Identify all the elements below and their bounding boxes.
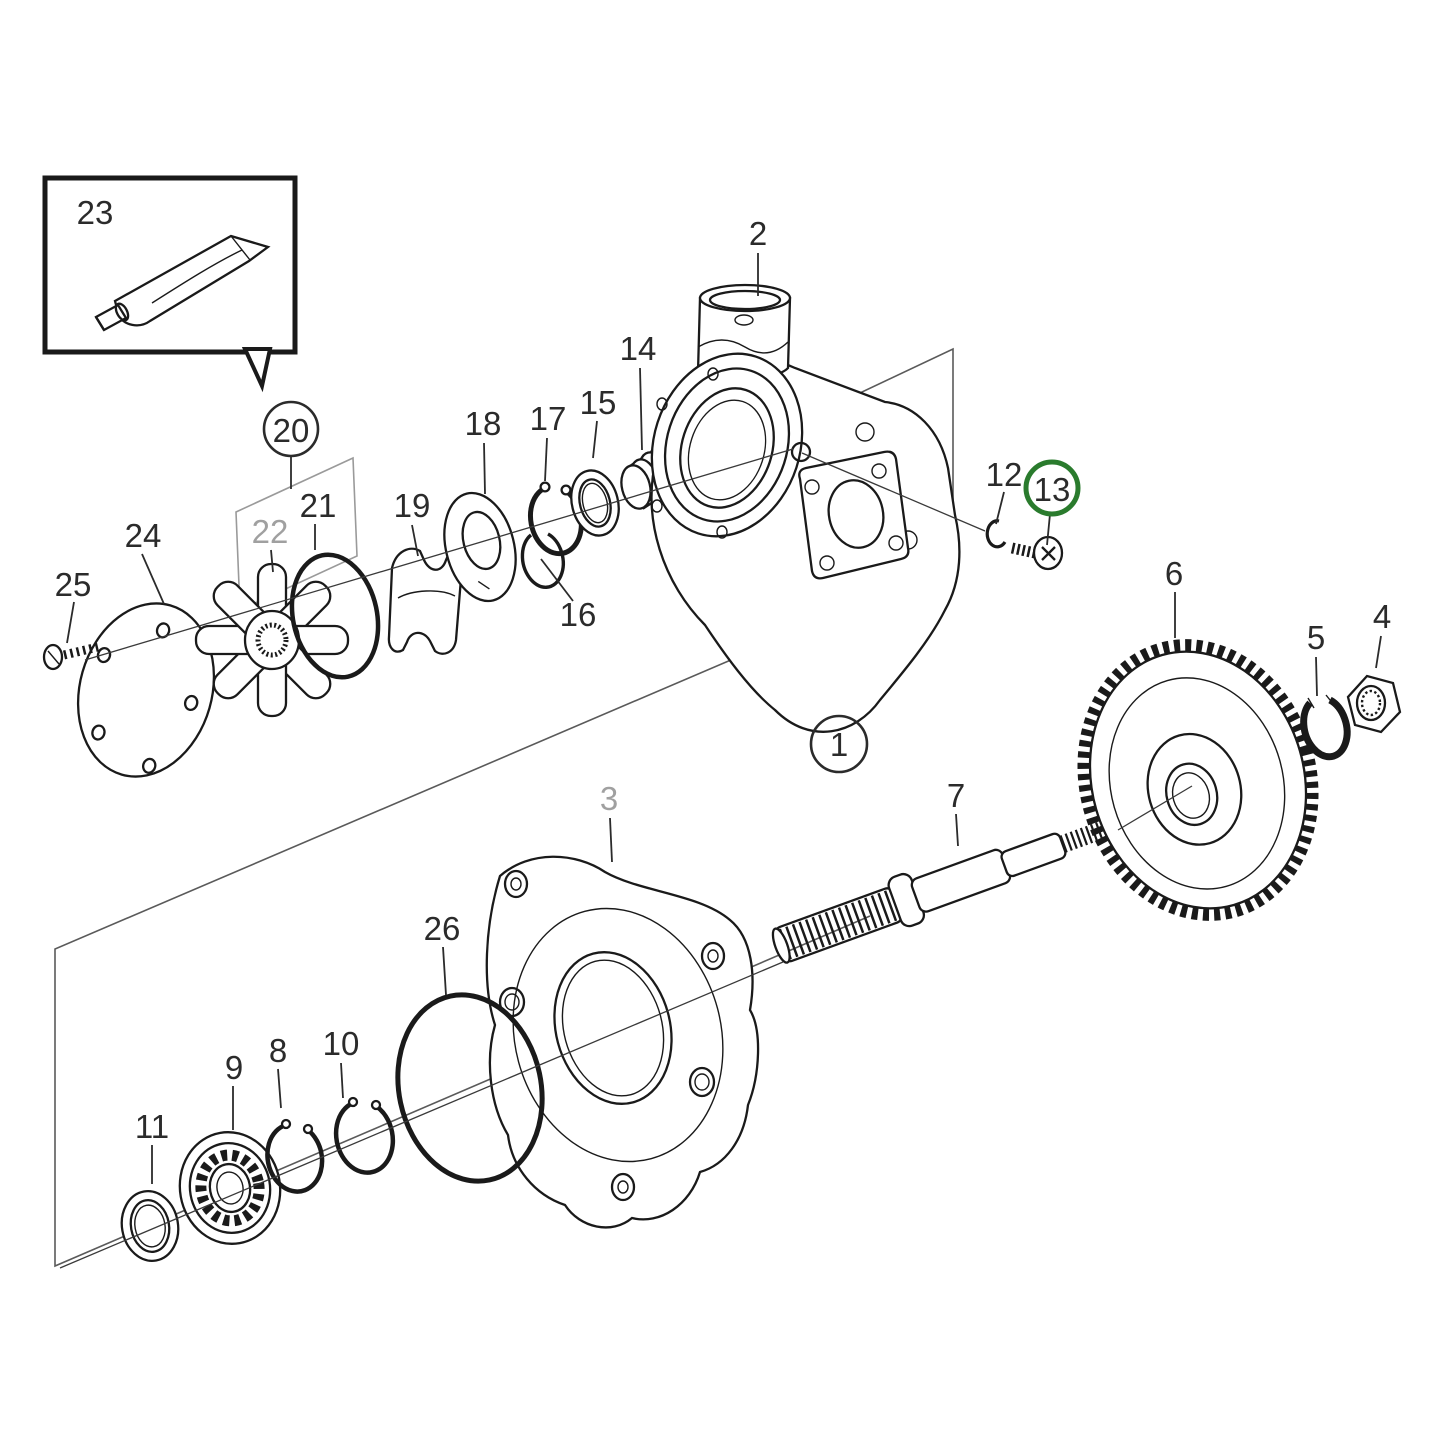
callout-19[interactable]: 19 (394, 487, 431, 524)
callout-16[interactable]: 16 (560, 596, 597, 633)
pump-housing (650, 283, 961, 733)
callout-13[interactable]: 13 (1034, 471, 1071, 508)
axis-lines (59, 448, 1193, 1269)
inset-pointer-tail (241, 347, 273, 393)
cam (387, 547, 464, 655)
housing-screw-boss (790, 441, 812, 463)
pump-o-ring (289, 552, 381, 680)
cover-o-ring (395, 992, 545, 1184)
callout-14[interactable]: 14 (620, 330, 657, 367)
callout-20[interactable]: 20 (273, 412, 310, 449)
sealant-tube-drawing (94, 234, 271, 332)
callout-25[interactable]: 25 (55, 566, 92, 603)
callout-11[interactable]: 11 (135, 1108, 169, 1145)
inset-frame (42, 175, 298, 355)
callout-18[interactable]: 18 (465, 405, 502, 442)
callout-8[interactable]: 8 (269, 1032, 287, 1069)
seal-ring-15 (570, 469, 620, 537)
washer-12 (985, 519, 1007, 549)
callout-circle-20[interactable] (262, 400, 320, 458)
impeller-kit-group-box (235, 456, 358, 612)
snap-ring-10 (333, 1096, 396, 1175)
pump-shaft (771, 819, 1111, 964)
callout-22[interactable]: 22 (252, 513, 289, 550)
callout-6[interactable]: 6 (1165, 555, 1183, 592)
callout-24[interactable]: 24 (125, 517, 162, 554)
sealant-inset-box (42, 175, 298, 393)
callout-21[interactable]: 21 (300, 487, 337, 524)
callout-2[interactable]: 2 (749, 215, 767, 252)
screw-13 (1010, 535, 1064, 571)
callout-5[interactable]: 5 (1307, 619, 1325, 656)
callout-10[interactable]: 10 (323, 1025, 360, 1062)
callout-23[interactable]: 23 (77, 194, 114, 231)
housing-side-flange (798, 450, 910, 580)
callout-circle-1[interactable] (809, 714, 869, 774)
callout-12[interactable]: 12 (986, 456, 1023, 493)
leader-lines (66, 253, 1382, 1184)
phillips-cross-icon (1041, 546, 1056, 561)
callout-3[interactable]: 3 (600, 780, 618, 817)
impeller (194, 562, 350, 718)
ball-bearing (178, 1131, 282, 1245)
lower-assembly-plane (54, 564, 954, 1268)
wear-plate (443, 491, 517, 603)
callout-1[interactable]: 1 (830, 726, 848, 763)
shaft-nut (1346, 674, 1402, 734)
snap-ring-8 (265, 1118, 325, 1194)
drive-gear (1077, 639, 1319, 921)
end-cover-plate (76, 602, 216, 778)
retaining-ring-16 (520, 532, 565, 589)
shaft-seal (120, 1190, 180, 1262)
bearing-housing-cover (485, 855, 760, 1229)
callout-4[interactable]: 4 (1373, 598, 1391, 635)
callout-17[interactable]: 17 (530, 400, 567, 437)
cover-screw (42, 642, 100, 671)
callout-15[interactable]: 15 (580, 384, 617, 421)
lock-washer (1300, 694, 1351, 761)
callout-9[interactable]: 9 (225, 1049, 243, 1086)
callout-26[interactable]: 26 (424, 910, 461, 947)
callout-7[interactable]: 7 (947, 777, 965, 814)
highlighted-callout-circle-13[interactable] (1023, 459, 1081, 517)
impeller-spline-bore (255, 622, 289, 658)
